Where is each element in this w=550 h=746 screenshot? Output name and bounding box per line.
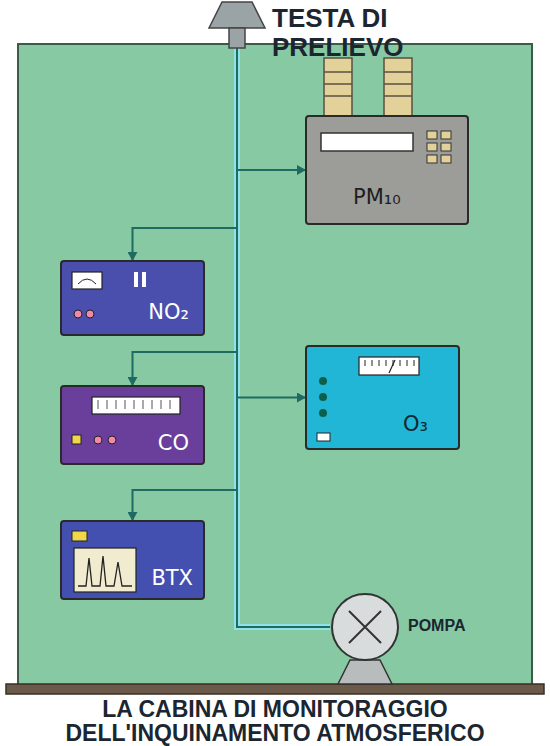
display-tick <box>143 400 144 409</box>
btx-analyzer: BTX <box>60 520 205 600</box>
gauge-needle <box>389 360 395 373</box>
knob <box>74 310 82 318</box>
button <box>441 131 451 139</box>
knob <box>319 377 327 385</box>
co-analyzer: CO <box>60 385 205 465</box>
display-tick <box>170 400 171 409</box>
pump-stand <box>338 660 392 684</box>
o3-drawing <box>307 347 458 448</box>
gauge-tick <box>372 360 373 366</box>
gauge-tick <box>386 360 387 366</box>
instrument-label: CO <box>158 432 189 455</box>
indicator-bar <box>134 272 138 287</box>
pump-body <box>332 594 398 660</box>
instrument-label: NO₂ <box>148 301 189 324</box>
pump-cross <box>349 611 381 643</box>
knob <box>94 436 102 444</box>
display-tick <box>107 400 108 409</box>
display-tick <box>152 400 153 409</box>
display-tick <box>98 400 99 409</box>
instrument-label: BTX <box>151 567 193 590</box>
knob <box>319 409 327 417</box>
pm-inlet-tubes <box>324 58 412 116</box>
button <box>427 131 437 139</box>
slot <box>317 433 330 441</box>
gauge <box>72 272 102 289</box>
gauge-tick <box>400 360 401 366</box>
pm10-analyzer: PM₁₀ <box>305 115 469 225</box>
display-tick <box>125 400 126 409</box>
heading-label: POMPA <box>408 616 498 635</box>
led <box>72 531 87 541</box>
display-tick <box>134 400 135 409</box>
display <box>321 133 413 151</box>
caption: LA CABINA DI MONITORAGGIO DELL'INQUINAME… <box>0 697 550 745</box>
pipe-connector <box>133 48 238 260</box>
gauge-tick <box>379 360 380 366</box>
display-tick <box>161 400 162 409</box>
display-tick <box>116 400 117 409</box>
instrument-label: PM₁₀ <box>353 186 401 209</box>
heading-label: TESTA DI PRELIEVO <box>272 4 442 62</box>
pump-drawing <box>330 592 400 662</box>
gauge-needle <box>78 279 96 284</box>
button <box>427 155 437 163</box>
gauge-tick <box>365 360 366 366</box>
ground-bar <box>6 684 544 694</box>
sampling-head: TESTA DI PRELIEVO <box>208 0 266 48</box>
chromatogram-peaks <box>78 556 132 586</box>
sampling-head-stem <box>229 28 245 48</box>
indicator-bar <box>142 272 146 287</box>
knob <box>108 436 116 444</box>
led <box>72 435 81 444</box>
pump: POMPA <box>330 592 400 662</box>
button <box>441 143 451 151</box>
gauge-tick <box>414 360 415 366</box>
gauge <box>359 357 419 375</box>
pipe-connector <box>237 48 305 170</box>
chromatogram-screen <box>74 548 136 592</box>
no2-analyzer: NO₂ <box>60 260 205 336</box>
instrument-label: O₃ <box>403 413 428 436</box>
button <box>441 155 451 163</box>
knob <box>86 310 94 318</box>
gauge-tick <box>407 360 408 366</box>
sampling-head-cap <box>209 2 265 28</box>
button <box>427 143 437 151</box>
pipe-connector <box>237 48 305 398</box>
display <box>92 397 180 414</box>
o3-analyzer: O₃ <box>305 345 460 450</box>
head-drawing <box>208 0 266 48</box>
knob <box>319 393 327 401</box>
cabinet-wall <box>18 44 532 686</box>
